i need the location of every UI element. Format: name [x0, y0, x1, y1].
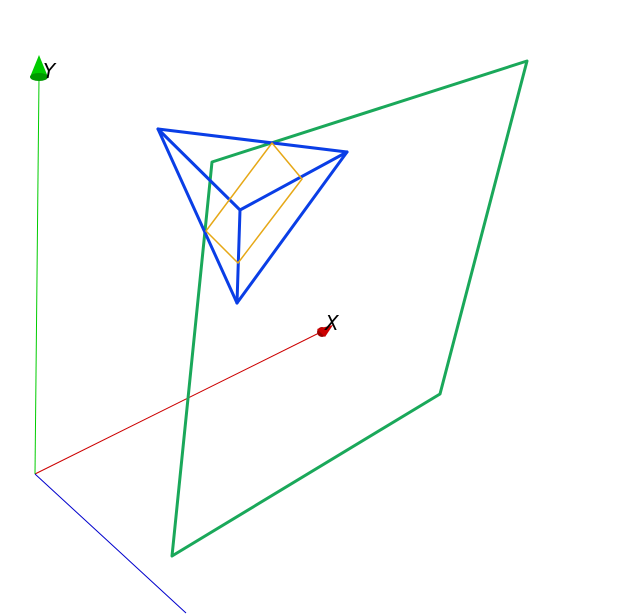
- tetra-edge: [235, 150, 349, 305]
- tetra-edge: [238, 150, 349, 212]
- y-axis-arrow-icon: [30, 55, 48, 81]
- y-axis-line: [34, 77, 40, 475]
- x-axis-arrow-icon: [317, 325, 333, 337]
- tetra-edge: [235, 208, 242, 305]
- plane-outline: [170, 59, 529, 558]
- z-axis-line: [34, 473, 187, 614]
- x-axis-label: X: [324, 311, 340, 335]
- cross-section-outline: [205, 142, 303, 264]
- tetra-edge: [156, 127, 242, 212]
- tetra-edge: [156, 127, 349, 154]
- x-axis-line: [34, 330, 324, 475]
- axes: Y X: [30, 55, 340, 614]
- tetra-edge: [156, 127, 239, 305]
- y-axis-label: Y: [43, 59, 57, 83]
- tetrahedron-wireframe: [156, 127, 349, 305]
